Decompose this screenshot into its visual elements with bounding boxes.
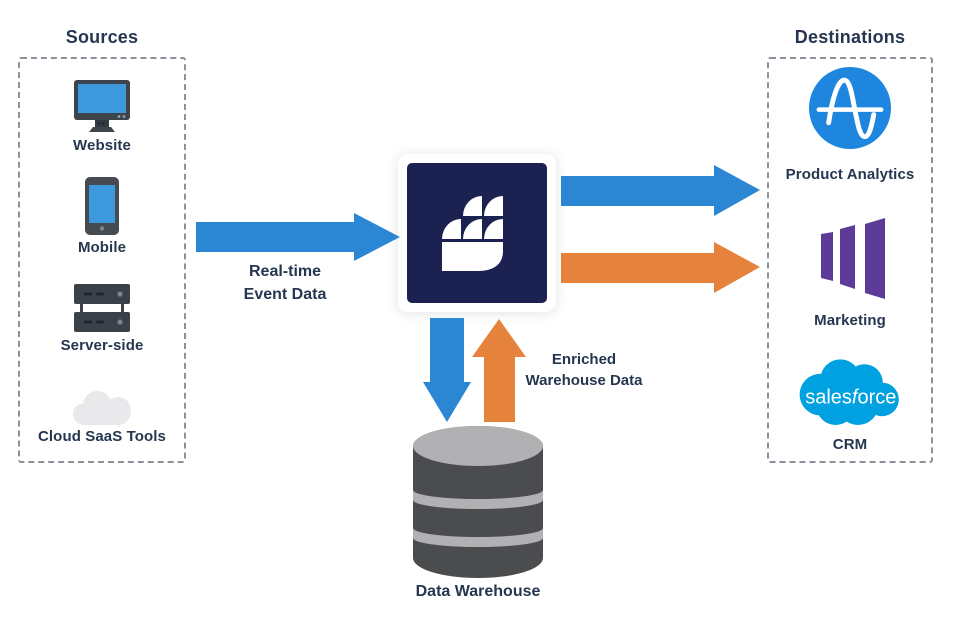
source-label-cloud-saas: Cloud SaaS Tools <box>37 428 166 445</box>
arrow-hub-to-warehouse <box>423 318 471 422</box>
smartphone-icon <box>85 177 119 235</box>
marketo-icon <box>821 218 885 299</box>
jitsu-icon <box>442 196 503 271</box>
destinations-panel <box>767 57 933 463</box>
destination-label-product-analytics: Product Analytics <box>785 166 915 183</box>
salesforce-wordmark: salesforce <box>805 386 896 408</box>
cloud-icon <box>73 391 131 425</box>
destination-label-marketing: Marketing <box>814 312 886 329</box>
salesforce-icon: salesforce <box>799 359 899 425</box>
sources-title: Sources <box>65 27 139 47</box>
source-item-mobile: Mobile <box>20 177 184 256</box>
source-label-website: Website <box>73 137 131 154</box>
desktop-monitor-icon <box>74 80 130 132</box>
sources-panel <box>18 57 186 463</box>
hub-logo-tile <box>407 163 547 303</box>
arrow-hub-to-product-analytics <box>561 165 760 216</box>
realtime-event-data-label: Real-time Event Data <box>243 263 327 303</box>
server-stack-icon <box>74 284 130 332</box>
destination-item-crm: salesforce CRM <box>769 353 931 453</box>
arrow-sources-to-hub <box>196 213 400 261</box>
database-icon <box>413 426 543 578</box>
source-label-server-side: Server-side <box>60 337 144 354</box>
source-label-mobile: Mobile <box>77 239 127 256</box>
arrow-hub-to-marketing <box>561 242 760 293</box>
source-item-website: Website <box>20 80 184 154</box>
arrow-warehouse-to-hub <box>472 319 526 422</box>
enriched-warehouse-data-label: Enriched Warehouse Data <box>525 351 643 389</box>
source-item-server: Server-side <box>20 284 184 354</box>
data-warehouse-label: Data Warehouse <box>415 583 541 600</box>
source-item-cloud-saas: Cloud SaaS Tools <box>20 387 184 445</box>
destinations-title: Destinations <box>794 27 906 47</box>
destination-item-product-analytics: Product Analytics <box>769 67 931 183</box>
amplitude-icon <box>809 67 891 149</box>
destination-item-marketing: Marketing <box>769 217 931 329</box>
destination-label-crm: CRM <box>832 436 868 453</box>
